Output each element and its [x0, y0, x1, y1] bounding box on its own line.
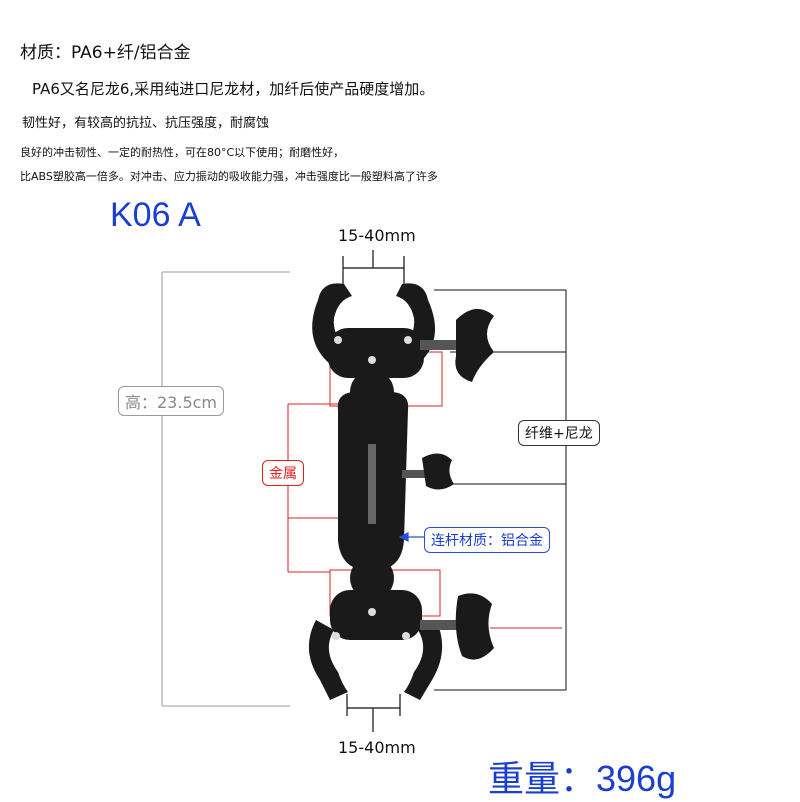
material-line: 材质：PA6+纤/铝合金 [20, 43, 191, 63]
pa6-line: PA6又名尼龙6,采用纯进口尼龙材，加纤后使产品硬度增加。 [32, 80, 435, 98]
height-bracket [161, 271, 290, 707]
metal-markers [287, 351, 562, 629]
bottom-jaw-dimension [346, 694, 401, 732]
bottom-clamp [308, 590, 494, 700]
top-clamp [312, 283, 494, 382]
top-jaw-dimension [342, 250, 405, 286]
rod-material-label: 连杆材质：铝合金 [424, 527, 550, 553]
toughness-line: 韧性好，有较高的抗拉、抗压强度，耐腐蚀 [22, 116, 270, 131]
impact-line: 良好的冲击韧性、一定的耐热性，可在80°C以下使用；耐磨性好， [20, 146, 345, 159]
metal-label: 金属 [262, 460, 304, 486]
fiber-bracket [434, 289, 567, 691]
rod-arrow [398, 532, 424, 542]
height-label: 高：23.5cm [118, 386, 225, 416]
weight-label: 重量：396g [488, 758, 677, 799]
fiber-nylon-label: 纤维+尼龙 [518, 420, 600, 446]
top-jaw-label: 15-40mm [338, 226, 416, 245]
abs-line: 比ABS塑胶高一倍多。对冲击、应力振动的吸收能力强，冲击强度比一般塑料高了许多 [20, 170, 438, 183]
extension-arm [337, 370, 454, 600]
model-title: K06 A [110, 196, 201, 234]
bottom-jaw-label: 15-40mm [338, 738, 416, 757]
